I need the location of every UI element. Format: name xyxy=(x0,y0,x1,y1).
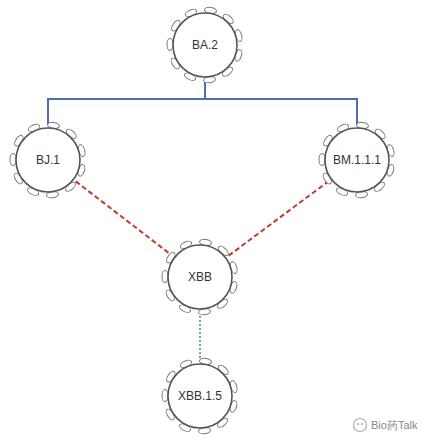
virus-node: BJ.1 xyxy=(8,120,88,200)
lineage-connector xyxy=(228,181,329,256)
lineage-connector xyxy=(199,312,201,361)
virus-node: BM.1.1.1 xyxy=(317,120,397,200)
watermark: Bio药Talk xyxy=(371,418,417,433)
lineage-connector xyxy=(76,181,173,255)
variant-name: BJ.1 xyxy=(36,153,60,167)
variant-name: XBB.1.5 xyxy=(178,389,222,403)
variant-name: XBB xyxy=(188,270,212,284)
virus-node: XBB xyxy=(160,237,240,317)
virus-node: XBB.1.5 xyxy=(160,356,240,436)
lineage-connector xyxy=(48,81,205,124)
watermark-icon xyxy=(352,417,368,433)
lineage-connector xyxy=(205,81,357,124)
variant-name: BM.1.1.1 xyxy=(333,153,381,167)
virus-node: BA.2 xyxy=(165,5,245,85)
variant-name: BA.2 xyxy=(192,38,218,52)
